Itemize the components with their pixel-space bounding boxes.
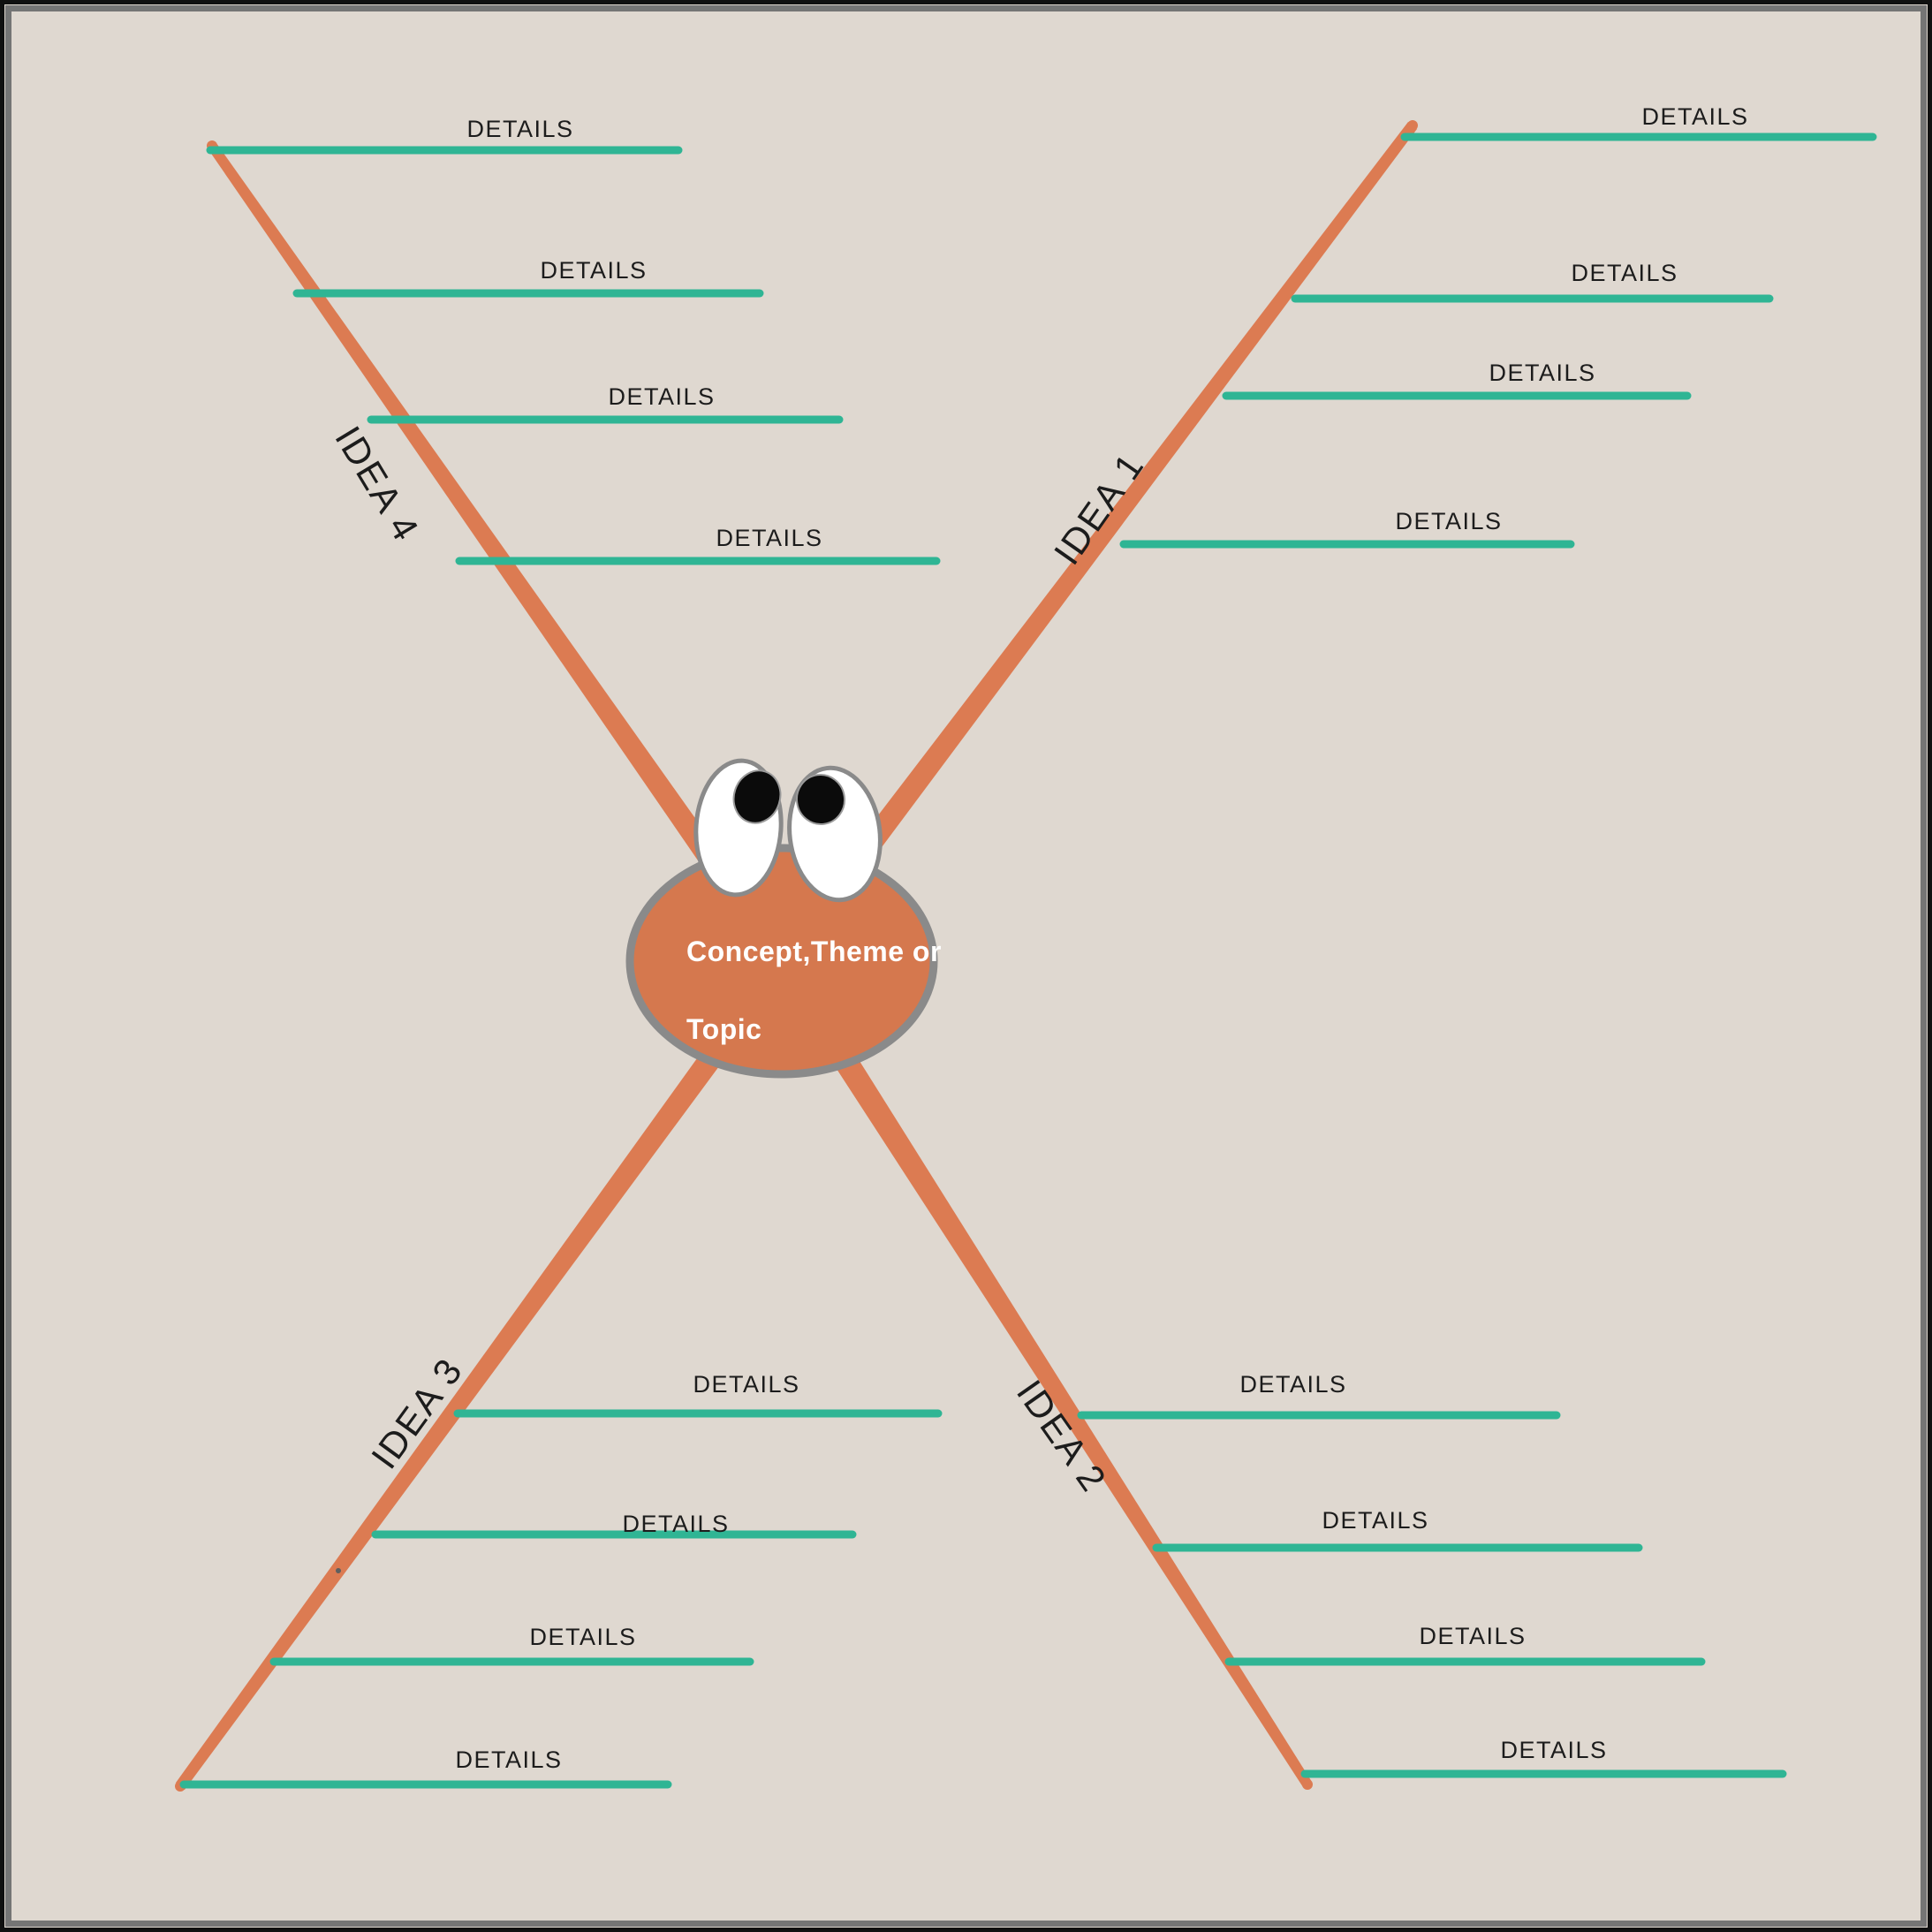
branch-tip-idea-1 xyxy=(1407,120,1418,131)
branch-line-idea-2 xyxy=(771,954,1312,1787)
detail-label: DETAILS xyxy=(1641,103,1748,130)
center-topic-text-line1: Concept,Theme or xyxy=(686,936,942,967)
branch-line-idea-3 xyxy=(176,954,792,1790)
inner-frame-border xyxy=(5,5,1927,1927)
left-pupil xyxy=(732,769,782,824)
detail-label: DETAILS xyxy=(1239,1371,1346,1398)
detail-label: DETAILS xyxy=(608,383,715,410)
detail-label: DETAILS xyxy=(622,1511,729,1537)
branch-line-idea-1 xyxy=(772,122,1417,968)
detail-label: DETAILS xyxy=(1395,508,1502,534)
detail-label: DETAILS xyxy=(1322,1507,1428,1534)
detail-label: DETAILS xyxy=(1419,1623,1526,1649)
detail-label: DETAILS xyxy=(1500,1737,1607,1763)
detail-label: DETAILS xyxy=(529,1624,636,1650)
center-topic-group: Concept,Theme or Topic xyxy=(625,758,942,1079)
branch-line-idea-4 xyxy=(208,143,792,968)
center-topic-text-line2: Topic xyxy=(686,1013,761,1045)
branch-tip-idea-2 xyxy=(1302,1779,1313,1790)
center-topic-ellipse xyxy=(625,844,938,1079)
detail-label: DETAILS xyxy=(716,525,822,551)
detail-label: DETAILS xyxy=(693,1371,799,1398)
detail-label: DETAILS xyxy=(1571,260,1678,286)
googly-eyes xyxy=(693,758,883,903)
right-pupil xyxy=(795,774,846,825)
detail-label: DETAILS xyxy=(466,116,573,142)
detail-label: DETAILS xyxy=(540,257,647,284)
detail-label: DETAILS xyxy=(1489,360,1595,386)
ink-speck xyxy=(336,1568,341,1573)
detail-label: DETAILS xyxy=(455,1746,562,1773)
